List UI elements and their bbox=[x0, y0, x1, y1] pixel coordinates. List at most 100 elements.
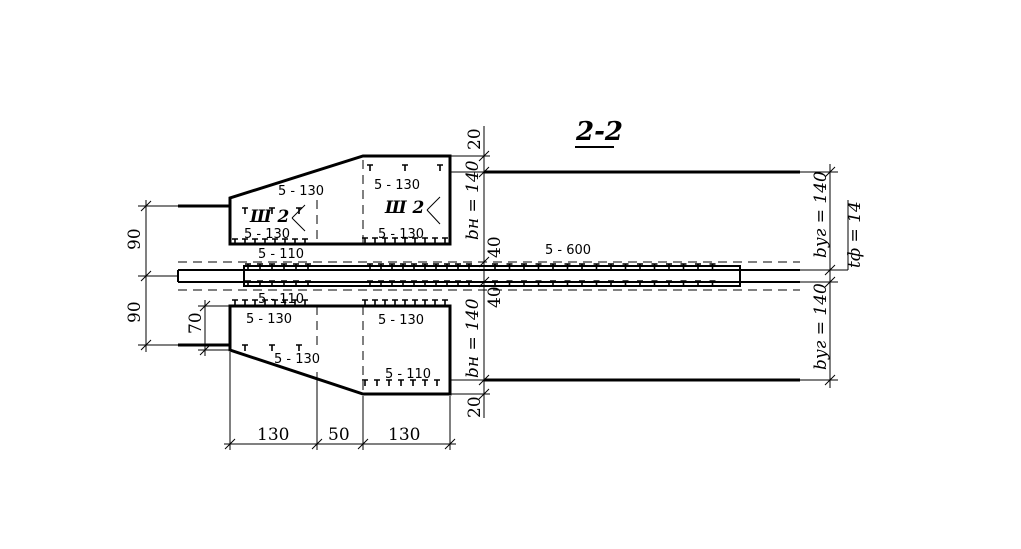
weld-tick bbox=[372, 237, 378, 244]
weld-tick bbox=[269, 263, 275, 270]
shov-leader-right-b bbox=[426, 209, 441, 225]
weld-tick bbox=[411, 280, 417, 287]
weld-tick bbox=[680, 280, 687, 287]
weld-tick bbox=[367, 280, 373, 287]
weld-tick bbox=[257, 280, 263, 287]
dim-bottom-tick-3 bbox=[357, 438, 369, 450]
dim-tick-3 bbox=[478, 256, 490, 268]
weld-tick bbox=[305, 280, 311, 287]
weld-symbols bbox=[232, 164, 716, 386]
weld-tick bbox=[232, 299, 238, 306]
dim-40-top: 40 bbox=[485, 236, 505, 258]
dim-right-tick-4 bbox=[824, 374, 836, 386]
weld-tick bbox=[422, 379, 428, 386]
weld-label-bot-tr: 5 - 130 bbox=[378, 313, 424, 328]
weld-tick bbox=[305, 263, 311, 270]
weld-tick bbox=[281, 280, 287, 287]
weld-tick bbox=[412, 237, 418, 244]
weld-tick bbox=[293, 280, 299, 287]
weld-tick bbox=[242, 344, 248, 351]
weld-tick bbox=[695, 263, 701, 270]
weld-tick bbox=[593, 263, 600, 270]
weld-tick bbox=[262, 238, 268, 245]
dim-70-tick-1 bbox=[199, 300, 211, 312]
weld-tick bbox=[709, 263, 716, 270]
shov-label-left: Ш 2 bbox=[249, 207, 289, 227]
weld-tick bbox=[579, 280, 585, 287]
dim-left-tick-3 bbox=[140, 339, 152, 351]
weld-label-bot-br: 5 - 110 bbox=[385, 367, 431, 382]
weld-tick bbox=[506, 280, 513, 287]
weld-tick bbox=[292, 238, 298, 245]
weld-tick bbox=[269, 344, 275, 351]
shov-leader-left bbox=[291, 204, 306, 219]
weld-tick bbox=[550, 280, 556, 287]
weld-tick bbox=[252, 299, 258, 306]
weld-tick bbox=[432, 237, 438, 244]
weld-tick bbox=[695, 280, 701, 287]
weld-tick bbox=[521, 280, 527, 287]
weld-tick bbox=[492, 280, 498, 287]
dim-tick-1 bbox=[478, 150, 490, 162]
dim-tf: tф = 14 bbox=[845, 201, 865, 268]
weld-tick bbox=[434, 379, 440, 386]
weld-tick bbox=[392, 237, 398, 244]
weld-tick bbox=[535, 263, 542, 270]
weld-tick bbox=[282, 299, 288, 306]
weld-tick bbox=[521, 263, 527, 270]
dim-70: 70 bbox=[186, 312, 206, 334]
weld-tick bbox=[412, 299, 418, 306]
weld-label-top-bl: 5 - 130 bbox=[244, 227, 290, 242]
weld-tick bbox=[292, 299, 298, 306]
weld-tick bbox=[378, 280, 384, 287]
weld-tick bbox=[372, 299, 378, 306]
weld-tick bbox=[242, 299, 248, 306]
weld-tick bbox=[392, 299, 398, 306]
weld-tick bbox=[422, 299, 428, 306]
weld-tick bbox=[564, 280, 571, 287]
weld-tick bbox=[564, 263, 571, 270]
weld-tick bbox=[252, 238, 258, 245]
weld-tick bbox=[402, 164, 408, 171]
weld-tick bbox=[622, 280, 629, 287]
weld-tick bbox=[400, 280, 406, 287]
dim-20-bot: 20 bbox=[465, 396, 485, 418]
shov-leader-left-b bbox=[291, 217, 306, 232]
weld-tick bbox=[651, 263, 658, 270]
weld-tick bbox=[550, 263, 556, 270]
dim-bottom-tick-1 bbox=[224, 438, 236, 450]
dim-tick-5 bbox=[478, 374, 490, 386]
weld-tick bbox=[651, 280, 658, 287]
weld-tick bbox=[637, 280, 643, 287]
weld-tick bbox=[455, 263, 461, 270]
weld-tick bbox=[302, 238, 308, 245]
dim-40-bot: 40 bbox=[485, 286, 505, 308]
weld-tick bbox=[410, 379, 416, 386]
weld-tick bbox=[367, 263, 373, 270]
weld-tick bbox=[444, 263, 450, 270]
dim-byg-bot: bуг = 140 bbox=[811, 283, 831, 370]
dim-tick-4 bbox=[478, 276, 490, 288]
shov-label-right: Ш 2 bbox=[384, 198, 424, 218]
weld-tick bbox=[593, 280, 600, 287]
weld-tick bbox=[232, 238, 238, 245]
weld-tick bbox=[272, 299, 278, 306]
dim-tick-6 bbox=[478, 388, 490, 400]
weld-tick bbox=[608, 280, 614, 287]
weld-tick bbox=[680, 263, 687, 270]
weld-tick bbox=[402, 237, 408, 244]
weld-label-bot-tl: 5 - 130 bbox=[246, 312, 292, 327]
weld-tick bbox=[411, 263, 417, 270]
weld-tick bbox=[433, 280, 439, 287]
weld-tick bbox=[367, 164, 373, 171]
dim-byg-top: bуг = 140 bbox=[811, 171, 831, 258]
dim-tick-2 bbox=[478, 166, 490, 178]
weld-label-top-left: 5 - 130 bbox=[278, 184, 324, 199]
weld-tick bbox=[608, 263, 614, 270]
weld-tick bbox=[622, 263, 629, 270]
dim-bn-top: bн = 140 bbox=[463, 160, 483, 240]
shov-leader-right bbox=[426, 196, 441, 211]
weld-tick bbox=[362, 299, 368, 306]
dim-20-top: 20 bbox=[465, 128, 485, 150]
